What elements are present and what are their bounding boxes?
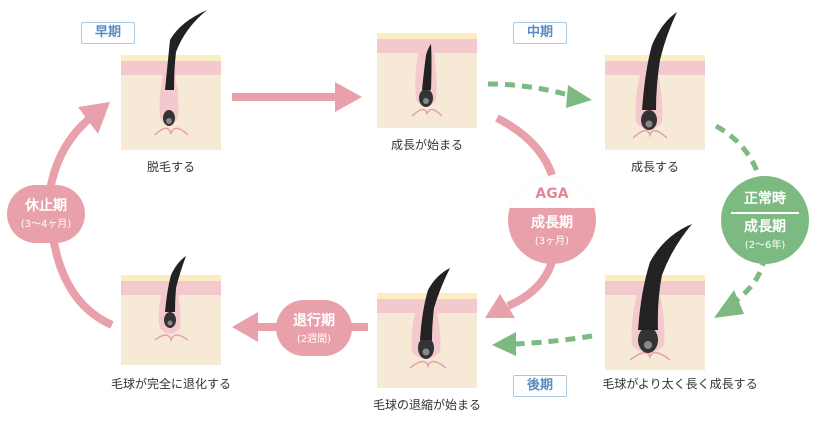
badge-aga-sub: (3ヶ月): [534, 236, 570, 247]
caption-regression-start: 毛球の退縮が始まる: [372, 398, 481, 412]
arrow-dashed-normal-to-thicker: [714, 255, 768, 318]
badge-catagen: 退行期 (2週間): [276, 300, 352, 356]
caption-thicker: 毛球がより太く長く成長する: [602, 377, 758, 391]
badge-telogen: 休止期 (3〜4ヶ月): [7, 185, 85, 243]
arrow-regression-to-regressed: [232, 312, 368, 342]
caption-shedding: 脱毛する: [146, 160, 195, 174]
skin-panel-growing: [605, 12, 705, 150]
badge-normal-top: 正常時: [744, 191, 786, 207]
badge-catagen-sub: (2週間): [296, 334, 332, 345]
badge-normal-divider: [731, 212, 799, 214]
caption-regressed: 毛球が完全に退化する: [110, 377, 231, 391]
tag-middle: 中期: [513, 22, 567, 44]
badge-aga-title: 成長期: [531, 215, 573, 231]
badge-telogen-sub: (3〜4ヶ月): [20, 219, 72, 230]
tag-early: 早期: [81, 22, 135, 44]
badge-aga-top: AGA: [535, 186, 569, 202]
arrow-shedding-to-growth: [232, 82, 362, 112]
badge-normal-title: 成長期: [744, 219, 786, 235]
caption-growth-start: 成長が始まる: [390, 138, 463, 152]
arrow-dashed-late-to-regression: [492, 332, 593, 356]
skin-panel-shedding: [121, 10, 221, 150]
badge-telogen-title: 休止期: [25, 198, 67, 214]
tag-late: 後期: [513, 375, 567, 397]
skin-panel-growth-start: [377, 33, 477, 128]
badge-catagen-title: 退行期: [293, 313, 335, 329]
badge-aga: AGA 成長期 (3ヶ月): [508, 176, 596, 264]
skin-panel-regressed: [121, 256, 221, 365]
skin-panel-regression-start: [377, 268, 477, 388]
badge-normal-sub: (2〜6年): [744, 240, 786, 251]
skin-panel-thicker: [605, 224, 705, 370]
arrow-dashed-growing-to-normal: [714, 123, 763, 181]
arrow-dashed-early-to-middle: [487, 81, 592, 108]
badge-normal: 正常時 成長期 (2〜6年): [721, 176, 809, 264]
caption-growing: 成長する: [630, 160, 679, 174]
